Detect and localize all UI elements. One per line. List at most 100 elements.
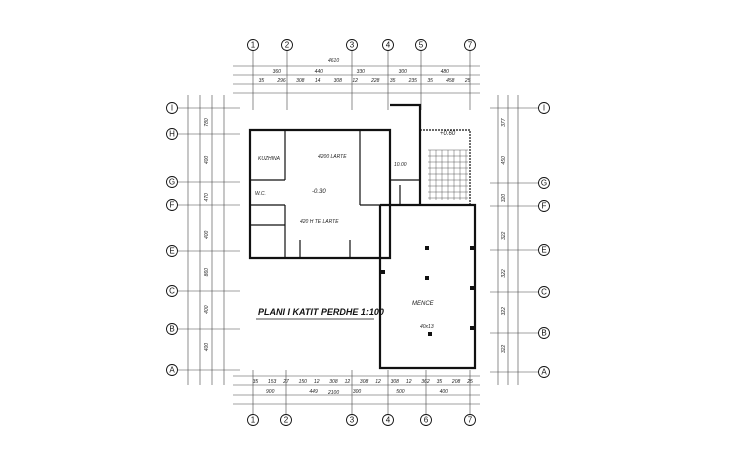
left-dimension: 470: [204, 193, 210, 202]
top-dimension: 14: [315, 78, 321, 84]
grid-axis-label: 4: [386, 41, 391, 50]
bottom-overall-dim: 2100: [327, 390, 339, 396]
grid-axis-bottom-3: 4: [382, 414, 394, 426]
right-dimension: 377: [501, 118, 507, 127]
grid-axis-label: C: [169, 287, 175, 296]
grid-axis-bottom-4: 6: [420, 414, 432, 426]
building-walls: [248, 103, 477, 370]
grid-axis-left-7: A: [166, 364, 178, 376]
grid-axis-label: 7: [468, 41, 473, 50]
bottom-dimension: 208: [451, 379, 461, 385]
grid-axis-left-4: E: [166, 245, 178, 257]
right-dimension: 322: [501, 345, 507, 354]
top-dimension: 35: [427, 78, 433, 84]
kitchen-label: KUZHINA: [258, 156, 281, 162]
drawing-title: PLANI I KATIT PERDHE 1:100: [258, 307, 384, 317]
top-dimension: 440: [315, 69, 324, 75]
grid-axis-right-6: A: [538, 366, 550, 378]
grid-axis-left-6: B: [166, 323, 178, 335]
grid-axis-left-2: G: [166, 176, 178, 188]
grid-axis-top-2: 3: [346, 39, 358, 51]
bottom-dimension: 12: [345, 379, 351, 385]
grid-axis-left-5: C: [166, 285, 178, 297]
bottom-dimension: 500: [396, 389, 405, 395]
bottom-dimension: 308: [391, 379, 400, 385]
top-dimension: 308: [334, 78, 343, 84]
porch-tiles: [428, 149, 468, 200]
bottom-dimension: 12: [406, 379, 412, 385]
top-dimension: 228: [370, 78, 380, 84]
grid-axis-label: I: [543, 104, 545, 113]
top-dimension: 330: [357, 69, 366, 75]
top-dimension: 235: [408, 78, 418, 84]
top-dimension: 35: [390, 78, 396, 84]
grid-axis-label: F: [542, 202, 547, 211]
grid-axis-label: 1: [251, 41, 256, 50]
grid-axis-label: 7: [468, 416, 473, 425]
grid-axis-bottom-5: 7: [464, 414, 476, 426]
grid-axis-left-3: F: [166, 199, 178, 211]
grid-axis-top-3: 4: [382, 39, 394, 51]
grid-axis-label: E: [169, 247, 174, 256]
grid-axis-top-5: 7: [464, 39, 476, 51]
column-label: 40x13: [420, 324, 434, 330]
grid-axis-label: H: [169, 130, 175, 139]
columns: [381, 246, 474, 336]
grid-axis-label: 3: [350, 416, 355, 425]
grid-axis-label: A: [169, 366, 175, 375]
bottom-dimension: 150: [299, 379, 308, 385]
grid-axis-label: 6: [424, 416, 429, 425]
grid-axis-label: I: [171, 104, 173, 113]
left-dimension: 400: [204, 343, 210, 352]
main-hall-label: MENCE: [412, 301, 435, 307]
top-dimension: 480: [441, 69, 450, 75]
bottom-dimension: 27: [282, 379, 289, 385]
bottom-dimension: 153: [268, 379, 277, 385]
bottom-dimension: 25: [466, 379, 473, 385]
grid-axis-right-1: G: [538, 177, 550, 189]
bottom-dimension: 300: [353, 389, 362, 395]
grid-axis-label: 3: [350, 41, 355, 50]
right-dimension: 322: [501, 231, 507, 240]
grid-axis-right-3: E: [538, 244, 550, 256]
grid-axis-label: 1: [251, 416, 256, 425]
left-dimension: 400: [204, 305, 210, 314]
bottom-dimension: 308: [329, 379, 338, 385]
bottom-dimension: 362: [421, 379, 430, 385]
wc-label: W.C.: [255, 191, 266, 197]
grid-axis-label: 5: [419, 41, 424, 50]
left-dimension: 400: [204, 156, 210, 165]
hall-level: -0.30: [312, 189, 326, 195]
bottom-dimension: 35: [253, 379, 259, 385]
grid-axis-label: F: [170, 201, 175, 210]
right-dimension: 320: [501, 194, 507, 203]
top-dimension: 12: [352, 78, 358, 84]
room-height-label-lower: 420 H TE LARTE: [300, 219, 339, 225]
top-dimension: 25: [464, 78, 471, 84]
right-dimension: 322: [501, 307, 507, 316]
top-dimension: 308: [296, 78, 305, 84]
grid-axis-right-4: C: [538, 286, 550, 298]
grid-axis-label: A: [541, 368, 547, 377]
bottom-dimension: 449: [309, 389, 318, 395]
grid-axis-bottom-0: 1: [247, 414, 259, 426]
grid-axis-left-0: I: [166, 102, 178, 114]
grid-axis-top-0: 1: [247, 39, 259, 51]
grid-axis-label: C: [541, 288, 547, 297]
grid-axis-label: G: [541, 179, 547, 188]
grid-axis-right-0: I: [538, 102, 550, 114]
top-dimension: 35: [259, 78, 265, 84]
right-dimension: 322: [501, 269, 507, 278]
grid-axis-left-1: H: [166, 128, 178, 140]
grid-axis-label: B: [169, 325, 174, 334]
bottom-dimension: 12: [375, 379, 381, 385]
top-dimension: 458: [446, 78, 455, 84]
left-dimension: 780: [204, 118, 210, 127]
bottom-dimension: 900: [266, 389, 275, 395]
grid-axis-label: E: [541, 246, 546, 255]
bottom-dimension: 400: [440, 389, 449, 395]
grid-axis-label: 2: [284, 416, 289, 425]
